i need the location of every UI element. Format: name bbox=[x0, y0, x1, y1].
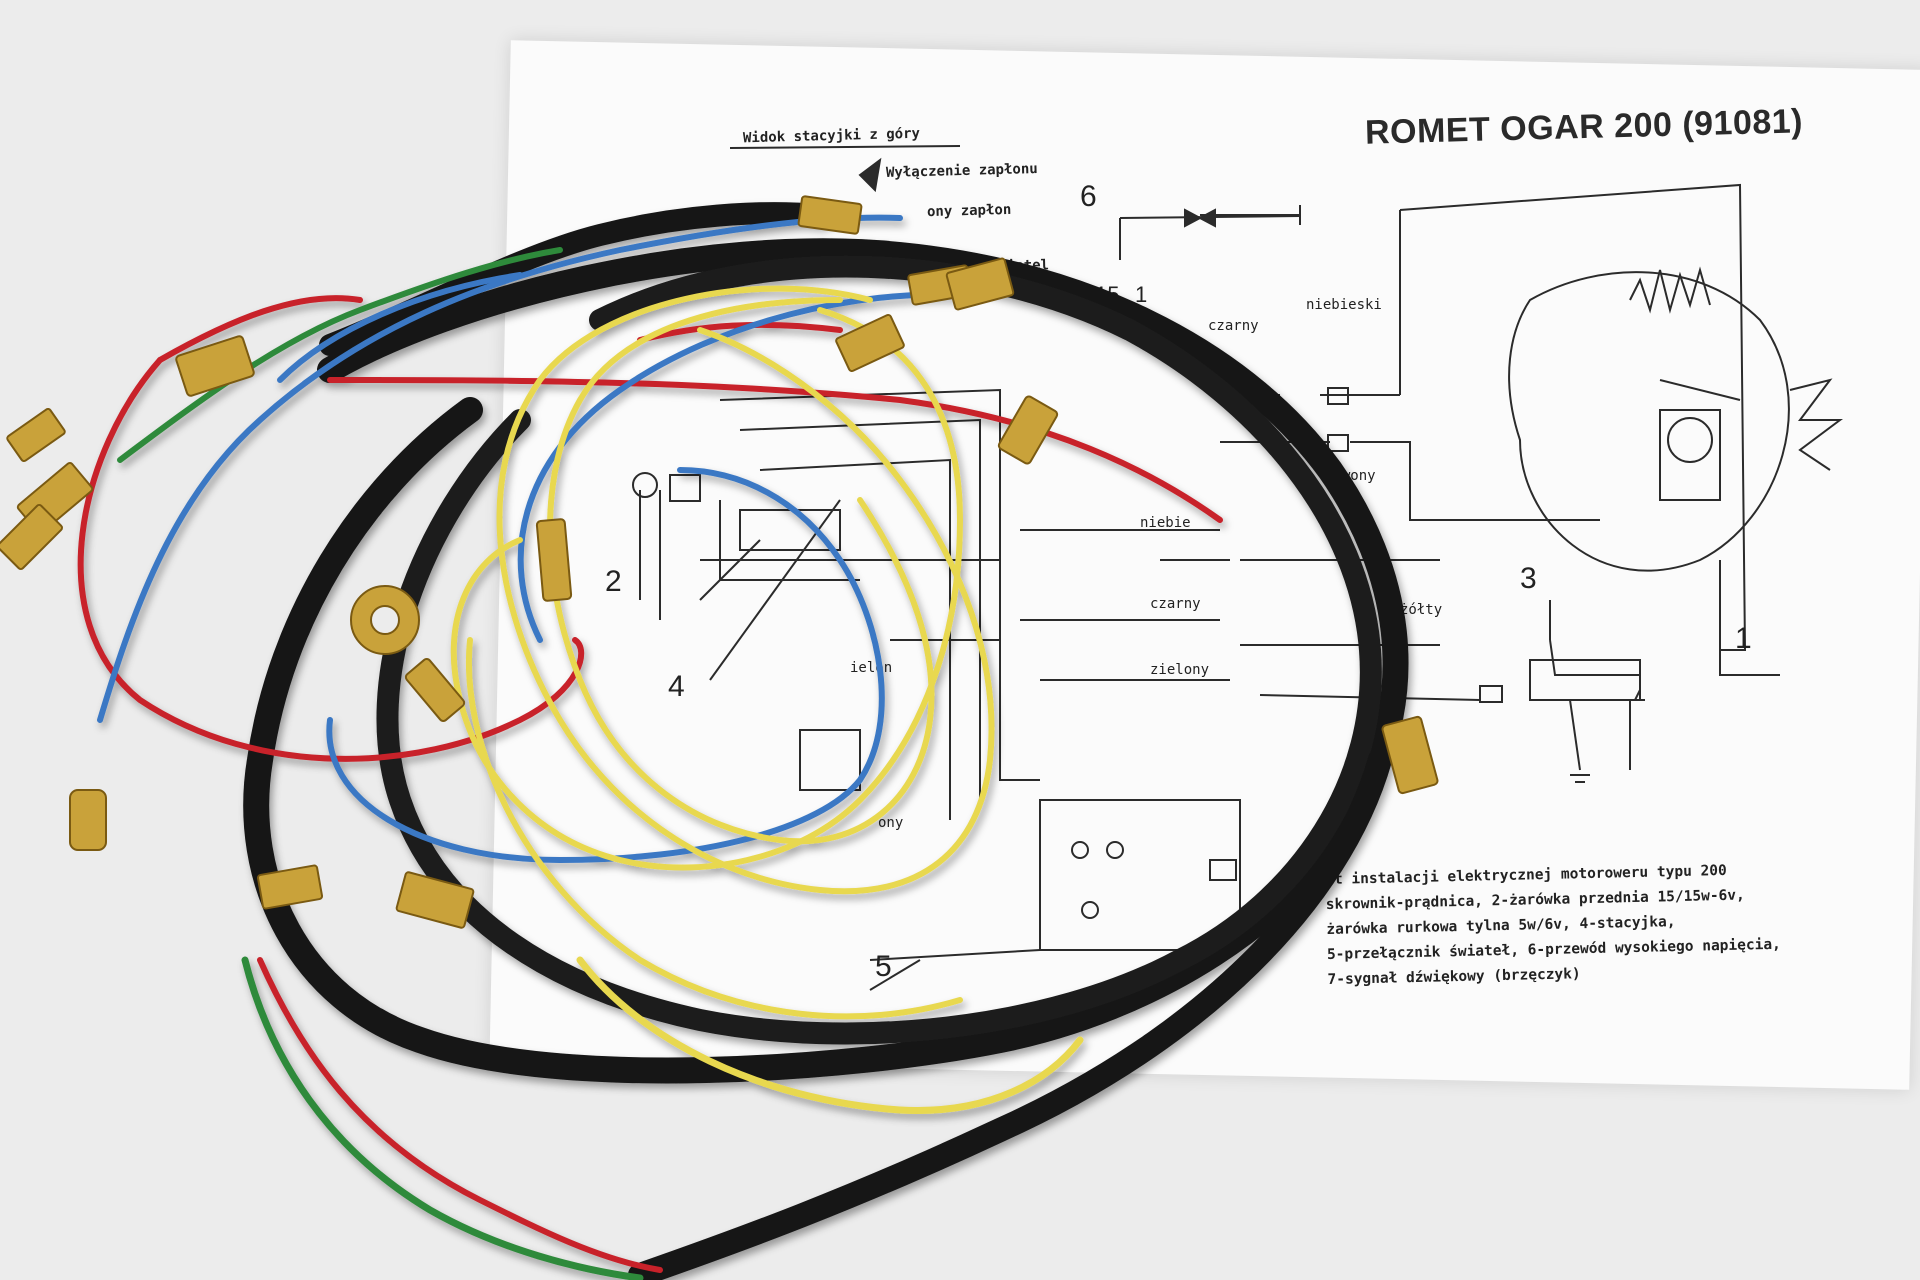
blue-wire-4 bbox=[277, 272, 523, 383]
component-number-4: 4 bbox=[668, 670, 685, 703]
black-sheath-top bbox=[319, 202, 831, 356]
black-tail-wire bbox=[628, 748, 1392, 1280]
red-tail-wire bbox=[257, 957, 663, 1273]
wire-label-czarny-mid: czarny bbox=[1150, 596, 1201, 612]
yellow-wire-4 bbox=[576, 956, 1084, 1114]
component-number-5: 5 bbox=[875, 950, 892, 983]
component-number-1: 1 bbox=[1735, 622, 1752, 655]
yellow-wire-5 bbox=[466, 637, 963, 1020]
black-sheath-wire-2 bbox=[376, 255, 1382, 1045]
wire-label-czerwony-low: ony bbox=[878, 815, 904, 831]
blue-wire-3 bbox=[326, 467, 885, 864]
wire-label-niebieski-top: niebieski bbox=[1306, 297, 1382, 313]
green-wire bbox=[117, 247, 563, 463]
wire-label-zielony: zielony bbox=[1150, 662, 1210, 678]
spade-connector bbox=[6, 407, 66, 463]
red-wire-3 bbox=[157, 295, 363, 363]
component-number-1b: 1 bbox=[1135, 282, 1148, 307]
spade-connector bbox=[835, 313, 905, 373]
blue-wire bbox=[97, 214, 903, 723]
component-number-6: 6 bbox=[1080, 180, 1097, 213]
component-number-3: 3 bbox=[1520, 562, 1537, 595]
red-wire-4 bbox=[637, 321, 843, 343]
pin-connector bbox=[535, 518, 573, 602]
component-number-2: 2 bbox=[605, 565, 622, 598]
wire-label-niebieski-mid: niebie bbox=[1140, 515, 1191, 531]
red-wire-2 bbox=[327, 377, 1223, 523]
spade-connector bbox=[395, 871, 475, 929]
yellow-wire bbox=[496, 285, 995, 895]
spade-connector bbox=[945, 257, 1015, 311]
spade-connector bbox=[175, 335, 255, 397]
spade-connector bbox=[256, 864, 324, 910]
spade-connector bbox=[0, 504, 63, 570]
bullet-connector bbox=[69, 789, 107, 851]
spade-connector bbox=[997, 395, 1059, 465]
spade-connector bbox=[797, 195, 863, 235]
ring-terminal bbox=[350, 585, 466, 722]
spade-connector bbox=[1381, 715, 1439, 795]
green-tail-wire bbox=[241, 956, 644, 1280]
red-wire bbox=[77, 357, 585, 762]
wire-label-zolty: żółty bbox=[1400, 602, 1443, 618]
wire-label-czarny-top: czarny bbox=[1208, 318, 1259, 334]
brass-connectors bbox=[0, 195, 1439, 929]
yellow-wire-2 bbox=[547, 297, 935, 845]
